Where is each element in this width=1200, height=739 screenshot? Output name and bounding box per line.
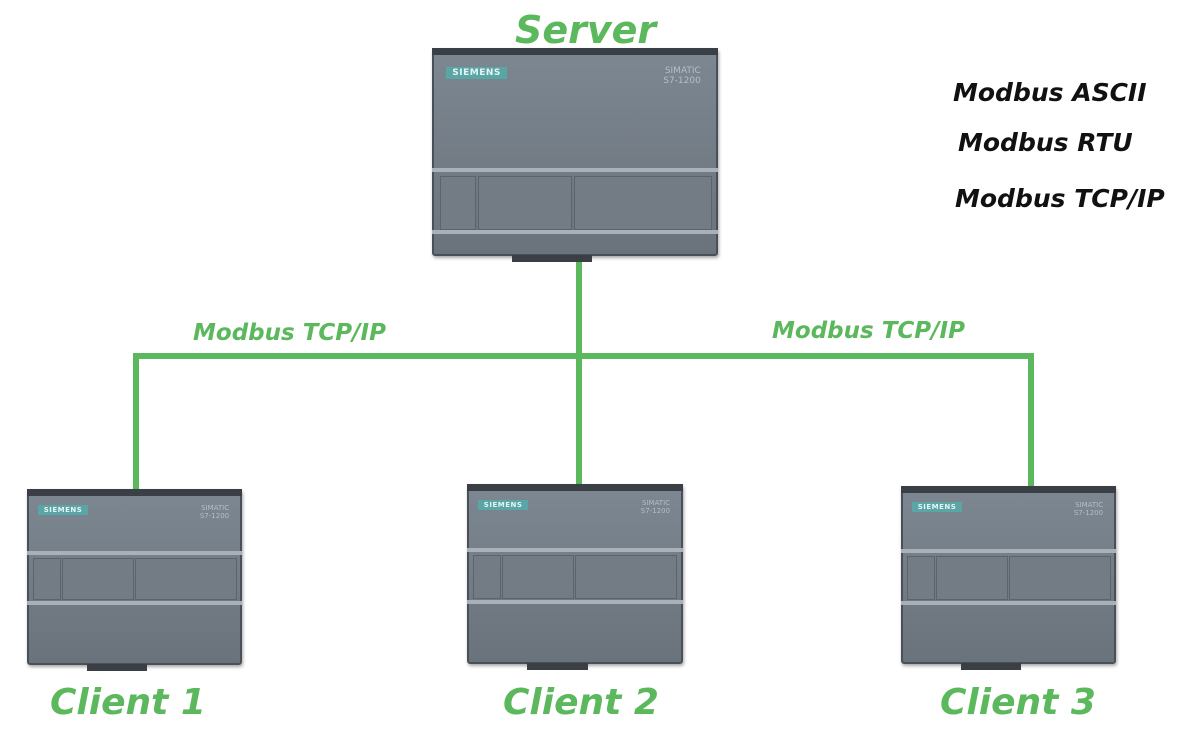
- plc-upper-band: [467, 548, 683, 552]
- client2-plc: SIEMENS SIMATIC S7-1200: [467, 484, 683, 670]
- plc-lower-band: [27, 601, 242, 605]
- protocol-modbus-tcp-ip: Modbus TCP/IP: [955, 184, 1165, 213]
- wire-bus-left: [133, 353, 582, 359]
- plc-io-panel: [575, 555, 677, 599]
- wire-client3-drop: [1028, 353, 1034, 493]
- server-plc: SIEMENS SIMATIC S7-1200: [432, 48, 718, 262]
- plc-model-label: SIMATIC S7-1200: [199, 503, 230, 520]
- plc-left-panel: [907, 556, 935, 600]
- plc-lower-band: [467, 600, 683, 604]
- wire-server-trunk: [576, 254, 582, 492]
- plc-io-panel: [574, 176, 712, 230]
- plc-model-label: SIMATIC S7-1200: [1073, 501, 1104, 517]
- plc-model-line1: SIMATIC: [664, 65, 701, 76]
- client1-title: Client 1: [50, 682, 206, 723]
- plc-foot: [87, 664, 148, 671]
- plc-lower-band: [432, 230, 718, 234]
- siemens-logo: SIEMENS: [446, 66, 507, 79]
- plc-foot: [961, 663, 1022, 670]
- client3-title: Client 3: [940, 682, 1096, 723]
- wire-bus-right: [576, 353, 1034, 359]
- client3-plc: SIEMENS SIMATIC S7-1200: [901, 486, 1116, 670]
- plc-center-panel: [502, 555, 574, 599]
- siemens-logo: SIEMENS: [37, 504, 89, 515]
- plc-model-line1: SIMATIC: [642, 499, 671, 508]
- plc-model-label: SIMATIC S7-1200: [663, 65, 701, 87]
- plc-left-panel: [440, 176, 476, 230]
- plc-model-line2: S7-1200: [199, 511, 230, 520]
- plc-io-panel: [135, 558, 237, 600]
- plc-top-rail: [901, 486, 1116, 493]
- plc-center-panel: [936, 556, 1008, 600]
- plc-top-rail: [467, 484, 683, 491]
- plc-center-panel: [478, 176, 572, 230]
- plc-model-line2: S7-1200: [1073, 508, 1104, 517]
- plc-center-panel: [62, 558, 134, 600]
- protocol-modbus-rtu: Modbus RTU: [958, 128, 1133, 157]
- client2-title: Client 2: [503, 682, 659, 723]
- plc-model-label: SIMATIC S7-1200: [640, 499, 671, 515]
- plc-model-line2: S7-1200: [663, 75, 701, 86]
- plc-left-panel: [33, 558, 61, 600]
- wire-client1-drop: [133, 353, 139, 493]
- protocol-modbus-ascii: Modbus ASCII: [953, 78, 1147, 107]
- link-label-left: Modbus TCP/IP: [193, 320, 386, 346]
- plc-top-rail: [27, 489, 242, 496]
- plc-io-panel: [1009, 556, 1111, 600]
- plc-left-panel: [473, 555, 501, 599]
- plc-model-line1: SIMATIC: [1075, 501, 1104, 510]
- plc-upper-band: [432, 168, 718, 172]
- plc-upper-band: [27, 551, 242, 555]
- server-title: Server: [515, 8, 657, 52]
- plc-foot: [512, 255, 593, 262]
- plc-upper-band: [901, 549, 1116, 553]
- plc-model-line2: S7-1200: [640, 506, 671, 515]
- siemens-logo: SIEMENS: [911, 502, 963, 513]
- plc-model-line1: SIMATIC: [201, 503, 230, 512]
- plc-lower-band: [901, 601, 1116, 605]
- plc-top-rail: [432, 48, 718, 55]
- link-label-right: Modbus TCP/IP: [772, 318, 965, 344]
- plc-foot: [527, 663, 588, 670]
- client1-plc: SIEMENS SIMATIC S7-1200: [27, 489, 242, 671]
- siemens-logo: SIEMENS: [477, 500, 529, 511]
